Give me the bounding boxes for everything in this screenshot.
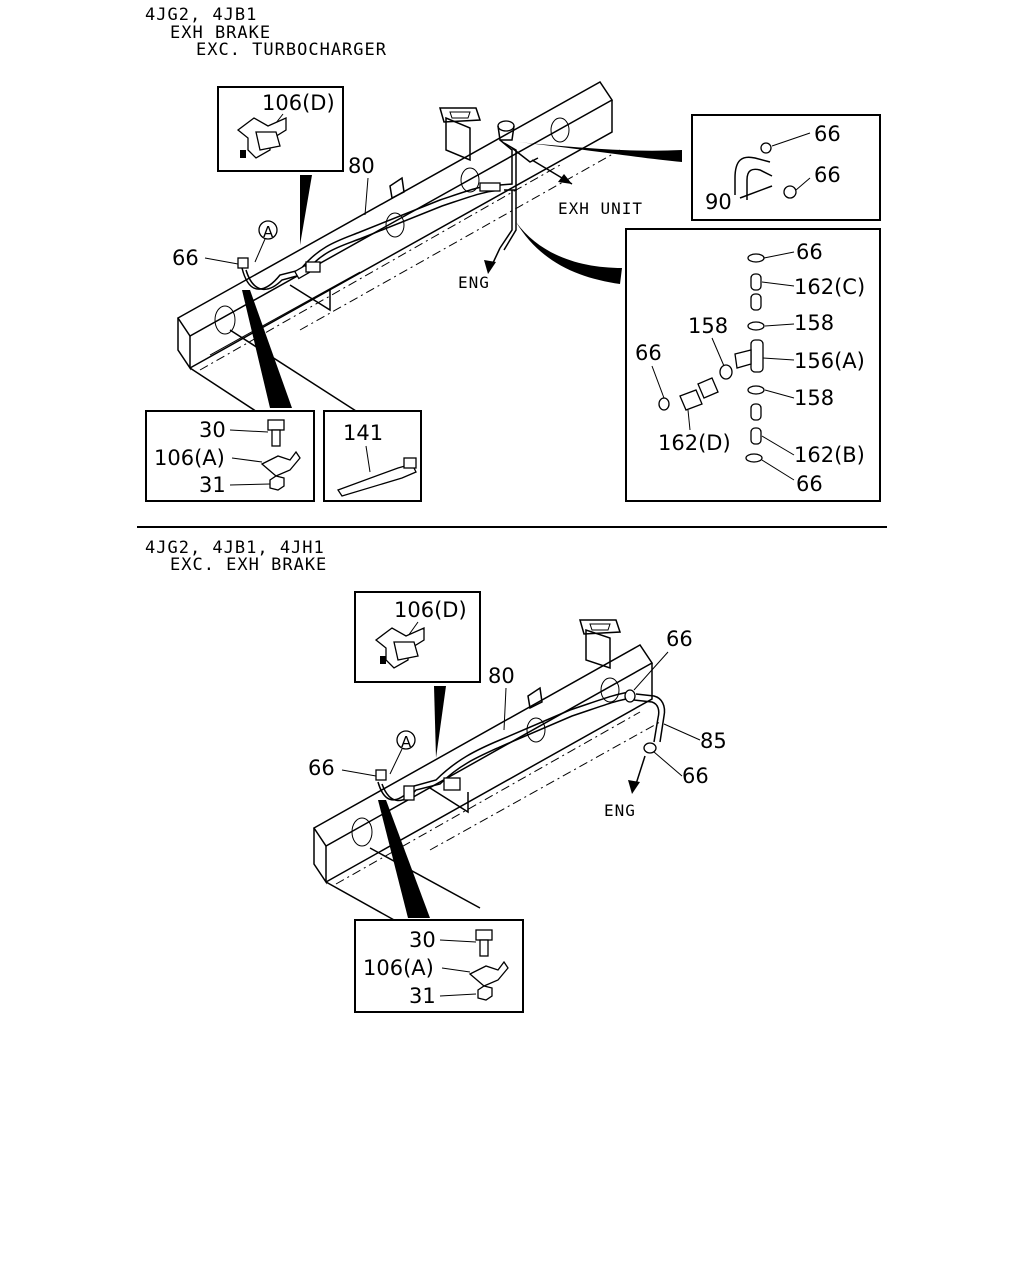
callout-a-label: A: [263, 223, 274, 241]
inset-141: 141: [323, 410, 422, 502]
inset-tee: 66 162(C) 158 158 66 156(A) 158 162(D) 1…: [625, 228, 881, 502]
header2-line-2: EXC. EXH BRAKE: [170, 555, 327, 575]
leader2-106d: [434, 686, 446, 758]
leader-106d: [300, 175, 312, 245]
label-66-b: 66: [796, 472, 823, 496]
label2-31: 31: [409, 984, 436, 1008]
inset-90: 66 66 90: [691, 114, 881, 221]
leader2-bolt: [378, 800, 430, 918]
label-30: 30: [199, 418, 226, 442]
clamp-66-left: [237, 257, 249, 269]
label-exh-unit: EXH UNIT: [558, 199, 643, 218]
label-106a: 106(A): [154, 446, 225, 470]
label2-eng: ENG: [604, 801, 636, 820]
label-66-left: 66: [172, 246, 199, 270]
label-66-bot: 66: [814, 163, 841, 187]
label-31: 31: [199, 473, 226, 497]
header-line-2: EXH BRAKE: [170, 23, 271, 43]
label-66-top: 66: [814, 122, 841, 146]
pipe-80: [241, 120, 573, 290]
label2-30: 30: [409, 928, 436, 952]
header2-line-1: 4JG2, 4JB1, 4JH1: [145, 538, 325, 558]
callout2-a: [396, 730, 416, 750]
callout2-a-label: A: [401, 733, 412, 751]
callout-a: [258, 220, 278, 240]
label-66-l: 66: [635, 341, 662, 365]
section2-header: 4JG2, 4JB1, 4JH1 EXC. EXH BRAKE: [145, 538, 327, 575]
inset-106d-2: 106(D): [354, 591, 481, 683]
leader-bolt: [242, 290, 292, 408]
leader-tee: [516, 222, 622, 284]
label-80: 80: [348, 154, 375, 178]
inset2-106d-label: 106(D): [394, 598, 467, 622]
label-162b: 162(B): [794, 443, 865, 467]
inset-106d-1: 106(D): [217, 86, 344, 172]
label-158-r: 158: [794, 311, 834, 335]
inset-106d-label: 106(D): [262, 91, 335, 115]
label-158-m: 158: [794, 386, 834, 410]
label-156a: 156(A): [794, 349, 865, 373]
label2-66-right: 66: [682, 764, 709, 788]
header-line-1: 4JG2, 4JB1: [145, 5, 257, 25]
inset-bolt-2: 30 106(A) 31: [354, 919, 524, 1013]
label-90: 90: [705, 190, 732, 214]
label-66-t: 66: [796, 240, 823, 264]
header-line-3: EXC. TURBOCHARGER: [196, 40, 387, 60]
label-162d: 162(D): [658, 431, 731, 455]
label-141: 141: [343, 421, 383, 445]
inset-bolt-1: 30 106(A) 31: [145, 410, 315, 502]
label-eng: ENG: [458, 273, 490, 292]
label2-106a: 106(A): [363, 956, 434, 980]
pipe-80-2: [377, 689, 666, 802]
label2-80: 80: [488, 664, 515, 688]
leader-90: [518, 142, 682, 162]
label-158-l: 158: [688, 314, 728, 338]
label2-66-top: 66: [666, 627, 693, 651]
label2-85: 85: [700, 729, 727, 753]
label2-66-left: 66: [308, 756, 335, 780]
section1-header: 4JG2, 4JB1 EXH BRAKE EXC. TURBOCHARGER: [145, 5, 387, 60]
label-162c: 162(C): [794, 275, 865, 299]
